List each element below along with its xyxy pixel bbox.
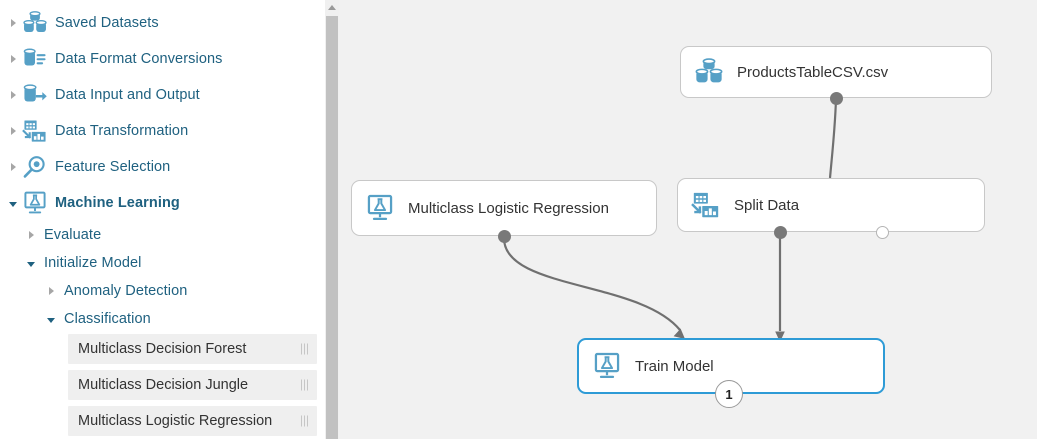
canvas-module-title: ProductsTableCSV.csv bbox=[737, 63, 889, 81]
feature-selection-icon bbox=[22, 154, 48, 180]
sidebar-item-label: Machine Learning bbox=[55, 195, 180, 211]
chevron-right-icon[interactable] bbox=[4, 80, 22, 110]
chevron-right-icon[interactable] bbox=[22, 220, 40, 250]
canvas-module-products-table-csv[interactable]: ProductsTableCSV.csv bbox=[680, 46, 992, 98]
palette-module-label: Multiclass Logistic Regression bbox=[78, 413, 273, 429]
split-data-icon bbox=[691, 190, 721, 220]
sidebar-item-label: Classification bbox=[64, 311, 151, 327]
sidebar-item-initialize-model[interactable]: Initialize Model bbox=[0, 248, 325, 278]
palette-module-label: Multiclass Decision Jungle bbox=[78, 377, 249, 393]
sidebar-item-label: Evaluate bbox=[44, 227, 102, 243]
sidebar-item-anomaly-detection[interactable]: Anomaly Detection bbox=[0, 276, 325, 306]
chevron-right-icon[interactable] bbox=[42, 276, 60, 306]
sidebar-item-feature-selection[interactable]: Feature Selection bbox=[0, 152, 325, 182]
chevron-down-icon[interactable] bbox=[42, 304, 60, 334]
palette-module-multiclass-decision-forest[interactable]: Multiclass Decision Forest bbox=[68, 334, 317, 364]
multiclass-logistic-regression-output-port[interactable] bbox=[497, 229, 511, 243]
chevron-right-icon[interactable] bbox=[4, 152, 22, 182]
chevron-down-icon[interactable] bbox=[4, 188, 22, 218]
data-input-output-icon bbox=[22, 82, 48, 108]
drag-handle-icon[interactable] bbox=[301, 415, 309, 427]
chevron-right-icon[interactable] bbox=[4, 8, 22, 38]
palette-module-multiclass-logistic-regression[interactable]: Multiclass Logistic Regression bbox=[68, 406, 317, 436]
sidebar-item-data-transformation[interactable]: Data Transformation bbox=[0, 116, 325, 146]
palette-module-multiclass-decision-jungle[interactable]: Multiclass Decision Jungle bbox=[68, 370, 317, 400]
scrollbar-thumb[interactable] bbox=[326, 16, 338, 439]
canvas-module-title: Train Model bbox=[635, 357, 714, 375]
chevron-right-icon[interactable] bbox=[4, 116, 22, 146]
sidebar-item-label: Initialize Model bbox=[44, 255, 142, 271]
dataset-icon bbox=[694, 57, 724, 87]
canvas-module-split-data[interactable]: Split Data bbox=[677, 178, 985, 232]
canvas-module-multiclass-logistic-regression[interactable]: Multiclass Logistic Regression bbox=[351, 180, 657, 236]
canvas-module-title: Multiclass Logistic Regression bbox=[408, 199, 609, 217]
machine-learning-icon bbox=[22, 190, 48, 216]
chevron-down-icon[interactable] bbox=[22, 248, 40, 278]
scroll-up-arrow[interactable] bbox=[325, 0, 339, 15]
sidebar-item-label: Anomaly Detection bbox=[64, 283, 188, 299]
sidebar-item-label: Data Input and Output bbox=[55, 87, 200, 103]
data-transformation-icon bbox=[22, 118, 48, 144]
sidebar-item-label: Feature Selection bbox=[55, 159, 171, 175]
drag-handle-icon[interactable] bbox=[301, 379, 309, 391]
split-data-output-port-2[interactable] bbox=[875, 225, 889, 239]
drag-handle-icon[interactable] bbox=[301, 343, 309, 355]
data-format-conversions-icon bbox=[22, 46, 48, 72]
sidebar-item-data-input-and-output[interactable]: Data Input and Output bbox=[0, 80, 325, 110]
sidebar-item-machine-learning[interactable]: Machine Learning bbox=[0, 188, 325, 218]
split-data-output-port-1[interactable] bbox=[773, 225, 787, 239]
sidebar-item-classification[interactable]: Classification bbox=[0, 304, 325, 334]
chevron-right-icon[interactable] bbox=[4, 44, 22, 74]
sidebar-item-data-format-conversions[interactable]: Data Format Conversions bbox=[0, 44, 325, 74]
flask-monitor-icon bbox=[365, 193, 395, 223]
module-comment-badge[interactable]: 1 bbox=[715, 380, 743, 408]
sidebar-item-saved-datasets[interactable]: Saved Datasets bbox=[0, 8, 325, 38]
palette-module-label: Multiclass Decision Forest bbox=[78, 341, 247, 357]
sidebar-item-label: Saved Datasets bbox=[55, 15, 159, 31]
canvas-module-title: Split Data bbox=[734, 196, 800, 214]
sidebar-scrollbar[interactable] bbox=[325, 0, 339, 439]
sidebar-item-label: Data Format Conversions bbox=[55, 51, 223, 67]
flask-monitor-icon bbox=[592, 351, 622, 381]
sidebar-item-label: Data Transformation bbox=[55, 123, 189, 139]
products-table-csv-output-port[interactable] bbox=[829, 91, 843, 105]
saved-datasets-icon bbox=[22, 10, 48, 36]
sidebar-item-evaluate[interactable]: Evaluate bbox=[0, 220, 325, 250]
